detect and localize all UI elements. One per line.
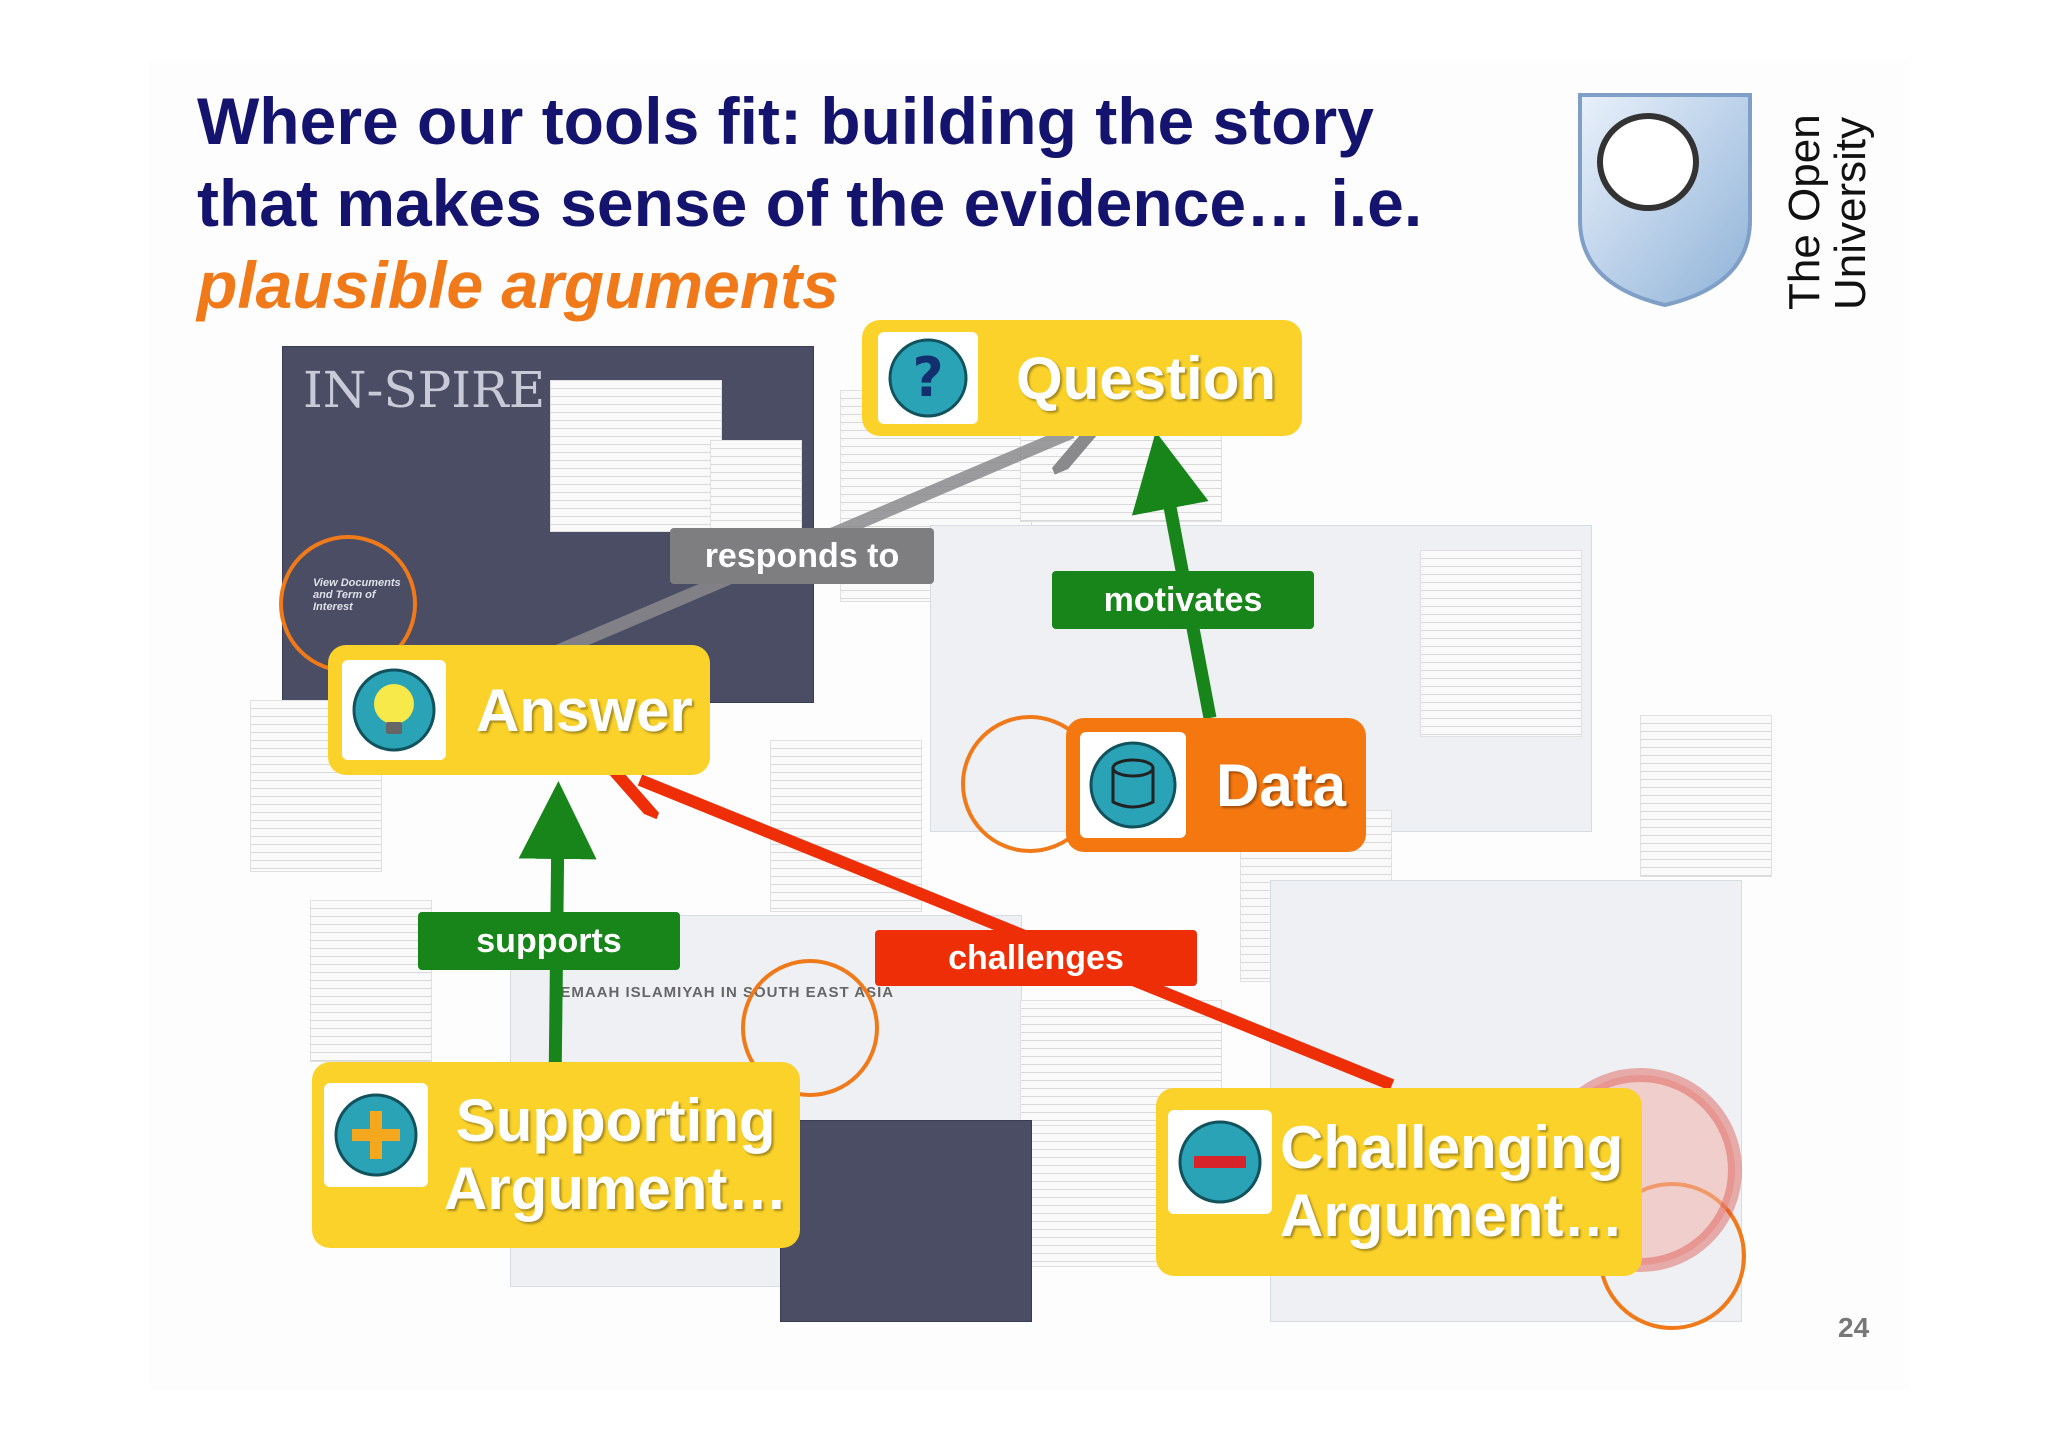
lightbulb-icon: [342, 660, 446, 760]
title-line-1: Where our tools fit: building the story: [197, 84, 1374, 158]
supporting-line-2: Argument…: [444, 1155, 788, 1222]
doc-card: [1420, 550, 1582, 737]
data-node: Data: [1066, 718, 1366, 852]
title-line-2: that makes sense of the evidence… i.e.: [197, 166, 1423, 240]
doc-card: [550, 380, 722, 532]
title-line-3: plausible arguments: [197, 248, 839, 322]
motivates-label: motivates: [1052, 571, 1314, 629]
doc-card: [310, 900, 432, 1062]
question-label: Question: [1016, 344, 1277, 412]
challenging-line-1: Challenging: [1280, 1114, 1624, 1181]
answer-label: Answer: [476, 676, 693, 744]
supporting-line-1: Supporting: [455, 1087, 776, 1154]
database-icon: [1080, 732, 1186, 838]
challenging-argument-node: Challenging Argument…: [1156, 1088, 1642, 1276]
page-number: 24: [1838, 1312, 1870, 1343]
svg-text:?: ?: [912, 346, 943, 409]
globe-screenshot: [780, 1120, 1032, 1322]
inspire-label: IN-SPIRE: [303, 361, 546, 419]
answer-node: Answer: [328, 645, 710, 775]
supports-label: supports: [418, 912, 680, 970]
question-mark-icon: ?: [878, 332, 978, 424]
supporting-argument-node: Supporting Argument…: [312, 1062, 800, 1248]
question-node: ? Question: [862, 320, 1302, 436]
view-docs-caption: View Documents and Term of Interest: [313, 577, 401, 613]
challenging-line-2: Argument…: [1280, 1182, 1624, 1249]
data-label: Data: [1216, 751, 1347, 819]
slide-title: Where our tools fit: building the story …: [197, 80, 1422, 326]
challenges-label: challenges: [875, 930, 1197, 986]
highlight-circle: [741, 959, 879, 1097]
supporting-argument-label: Supporting Argument…: [444, 1087, 787, 1223]
doc-card: [1640, 715, 1772, 877]
open-university-shield-icon: [1578, 93, 1752, 308]
responds-to-label: responds to: [670, 528, 934, 584]
challenging-argument-label: Challenging Argument…: [1280, 1114, 1623, 1250]
plus-icon: [324, 1083, 428, 1187]
map-title: JEMAAH ISLAMIYAH IN SOUTH EAST ASIA: [551, 984, 895, 1001]
minus-icon: [1168, 1110, 1272, 1214]
